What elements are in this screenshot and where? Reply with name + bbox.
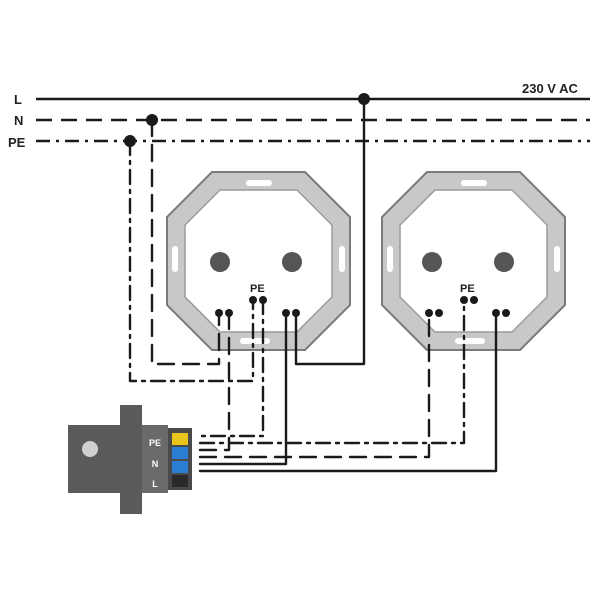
wire-l-feed <box>294 97 366 366</box>
wire-n-socket2 <box>198 311 431 459</box>
line-l-label: L <box>14 92 22 107</box>
socket-2-pin-hole-left <box>422 252 442 272</box>
wire-l-socket2 <box>198 311 498 473</box>
socket-2-slot-top <box>461 180 487 186</box>
connector-label-n: N <box>152 459 159 469</box>
socket-2-terminal-r2 <box>502 309 510 317</box>
line-n-label: N <box>14 113 23 128</box>
connector-terminal-n2 <box>172 461 188 473</box>
wire-n-socket1-out <box>198 311 231 452</box>
wire-pe-socket1-out <box>198 298 265 438</box>
connector-terminal-n <box>172 447 188 459</box>
socket-1: PE <box>166 171 351 351</box>
voltage-label: 230 V AC <box>522 81 578 96</box>
connector-mount-top <box>120 405 142 427</box>
wire-n-feed <box>150 118 221 366</box>
connector-body <box>68 425 146 493</box>
socket-2-pin-hole-right <box>494 252 514 272</box>
socket-1-slot-left <box>172 246 178 272</box>
socket-1-slot-right <box>339 246 345 272</box>
wire-pe-feed <box>128 139 255 383</box>
socket-1-pin-hole-left <box>210 252 230 272</box>
socket-1-slot-top <box>246 180 272 186</box>
connector-label-l: L <box>152 479 158 489</box>
socket-1-inner <box>184 189 333 333</box>
connector-screw-icon <box>82 441 98 457</box>
socket-1-slot-bottom <box>240 338 270 344</box>
socket-2-terminal-l1 <box>425 309 433 317</box>
socket-2-inner <box>399 189 548 333</box>
connector-label-strip <box>142 425 168 493</box>
socket-1-pe-label: PE <box>250 283 265 295</box>
connector-block: L N PE <box>68 405 192 514</box>
socket-2-slot-bottom <box>455 338 485 344</box>
socket-2-slot-left <box>387 246 393 272</box>
wire-l-socket1-out <box>198 311 288 466</box>
socket-2-pe-label: PE <box>460 283 475 295</box>
socket-2-terminal-l2 <box>435 309 443 317</box>
socket-1-pin-hole-right <box>282 252 302 272</box>
connector-terminal-pe <box>172 433 188 445</box>
line-pe-label: PE <box>8 135 26 150</box>
wire-pe-socket2 <box>198 298 466 445</box>
connector-mount-bottom <box>120 492 142 514</box>
socket-2-pe-terminal-b <box>470 296 478 304</box>
socket-2: PE <box>381 171 566 351</box>
socket-2-slot-right <box>554 246 560 272</box>
connector-label-pe: PE <box>149 438 161 448</box>
connector-terminal-l <box>172 475 188 487</box>
